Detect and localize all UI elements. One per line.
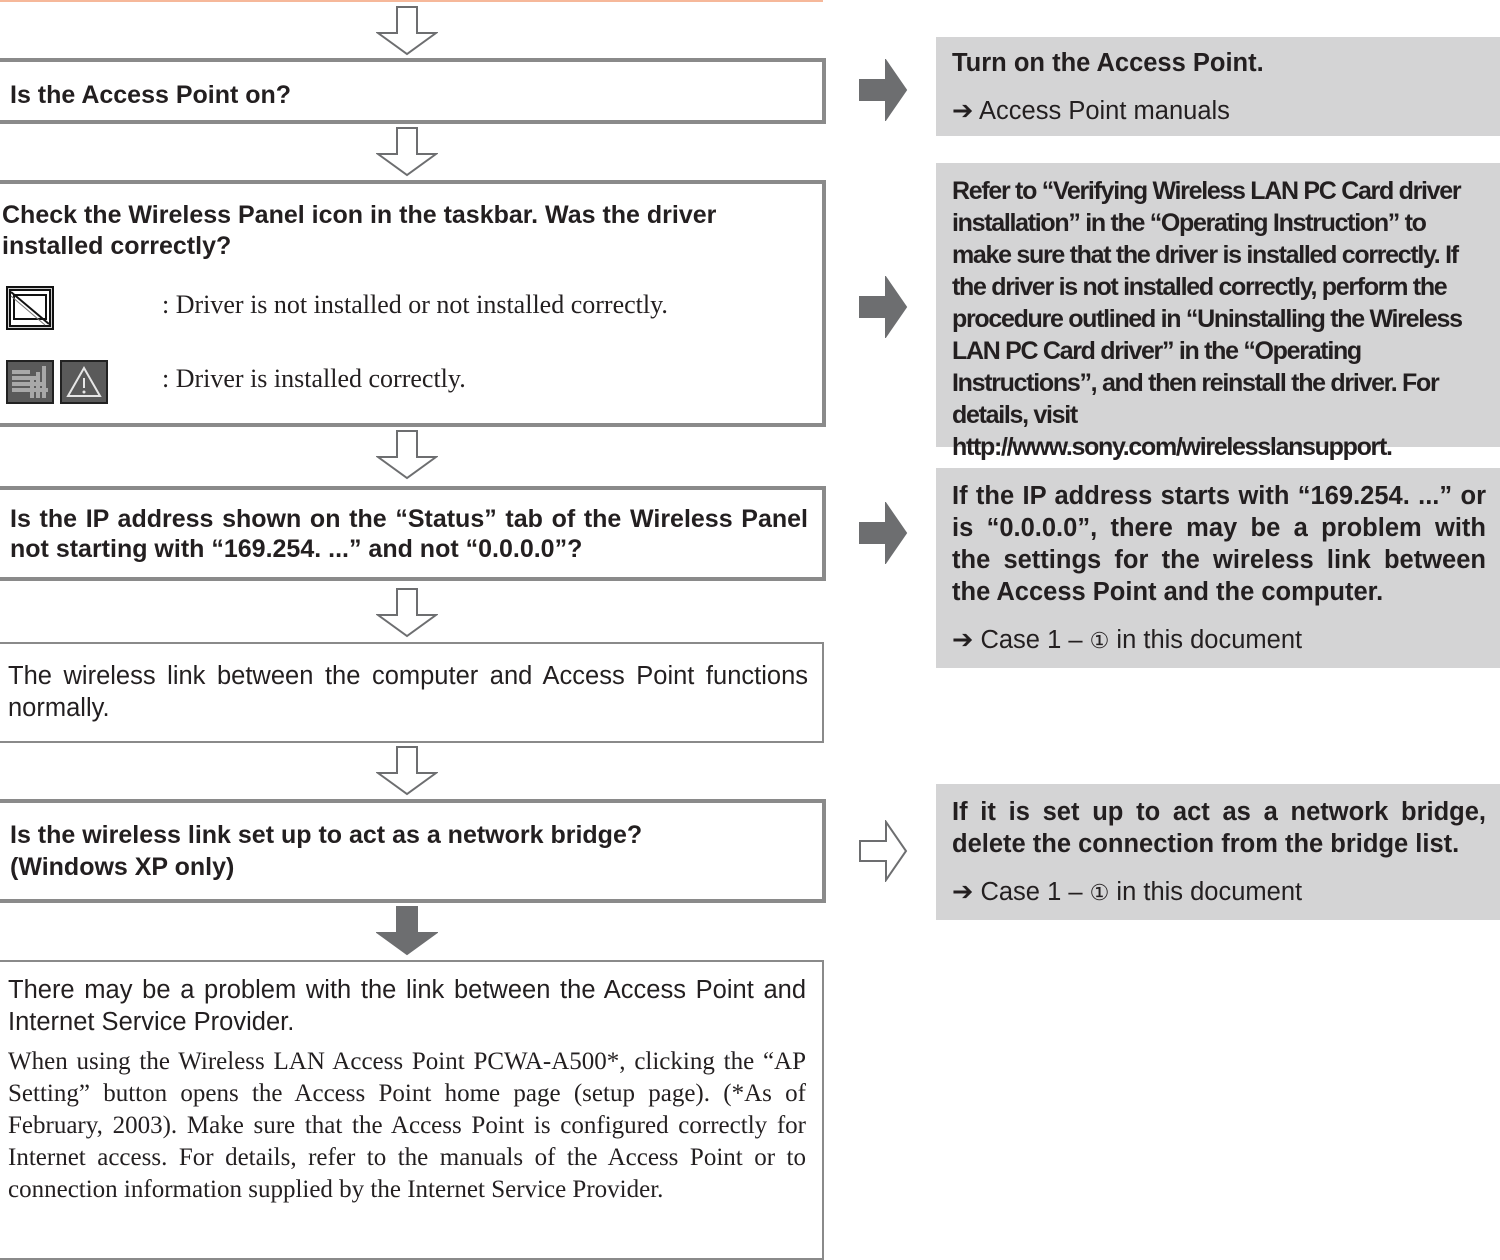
- result-isp-problem: There may be a problem with the link bet…: [0, 960, 824, 1260]
- circled-one-icon: ①: [1089, 880, 1110, 905]
- circled-one-icon: ①: [1089, 628, 1110, 653]
- panel-reference: ➔ Case 1 – ① in this document: [952, 624, 1486, 657]
- question-driver-installed: Check the Wireless Panel icon in the tas…: [0, 180, 826, 427]
- right-arrow-filled-icon: [859, 276, 908, 338]
- driver-not-installed-icon: [6, 286, 54, 330]
- right-arrow-outline-icon: [859, 820, 908, 882]
- panel-verify-driver: Refer to “Verifying Wireless LAN PC Card…: [936, 163, 1500, 461]
- down-arrow-icon: [376, 430, 438, 480]
- question-text: (Windows XP only): [10, 853, 235, 881]
- right-arrow-filled-icon: [859, 502, 908, 564]
- reference-suffix: in this document: [1109, 626, 1303, 654]
- driver-status-label: : Driver is installed correctly.: [162, 364, 466, 393]
- result-link-normal: The wireless link between the computer a…: [0, 642, 824, 743]
- question-text: Is the IP address shown on the “Status” …: [10, 505, 808, 563]
- driver-status-label: : Driver is not installed or not install…: [162, 290, 668, 319]
- reference-prefix: ➔ Case 1 –: [952, 878, 1090, 906]
- question-text: Check the Wireless Panel icon in the tas…: [2, 201, 717, 260]
- down-arrow-icon: [376, 6, 438, 56]
- question-text: Is the wireless link set up to act as a …: [10, 821, 643, 849]
- panel-ip-problem: If the IP address starts with “169.254. …: [936, 468, 1500, 668]
- signal-strength-icon: [6, 360, 54, 404]
- reference-suffix: in this document: [1109, 878, 1303, 906]
- question-network-bridge: Is the wireless link set up to act as a …: [0, 799, 826, 903]
- reference-prefix: ➔ Case 1 –: [952, 626, 1090, 654]
- panel-turn-on-access-point: Turn on the Access Point. ➔ Access Point…: [936, 37, 1500, 136]
- panel-network-bridge: If it is set up to act as a network brid…: [936, 784, 1500, 920]
- result-body: When using the Wireless LAN Access Point…: [8, 1048, 806, 1203]
- warning-icon: [60, 360, 108, 404]
- panel-reference: ➔ Access Point manuals: [952, 97, 1230, 125]
- down-arrow-icon: [376, 588, 438, 638]
- result-heading: There may be a problem with the link bet…: [8, 976, 806, 1036]
- question-ip-address: Is the IP address shown on the “Status” …: [0, 486, 826, 581]
- panel-text: Refer to “Verifying Wireless LAN PC Card…: [952, 177, 1463, 461]
- result-text: The wireless link between the computer a…: [8, 662, 808, 722]
- panel-reference: ➔ Case 1 – ① in this document: [952, 876, 1486, 909]
- top-rule: [0, 0, 823, 2]
- question-access-point-on: Is the Access Point on?: [0, 58, 826, 124]
- panel-title: Turn on the Access Point.: [952, 49, 1264, 77]
- down-arrow-filled-icon: [376, 906, 438, 956]
- right-arrow-filled-icon: [859, 59, 908, 121]
- down-arrow-icon: [376, 127, 438, 177]
- panel-title: If it is set up to act as a network brid…: [952, 798, 1486, 858]
- down-arrow-icon: [376, 746, 438, 796]
- question-text: Is the Access Point on?: [10, 81, 292, 109]
- panel-title: If the IP address starts with “169.254. …: [952, 482, 1486, 606]
